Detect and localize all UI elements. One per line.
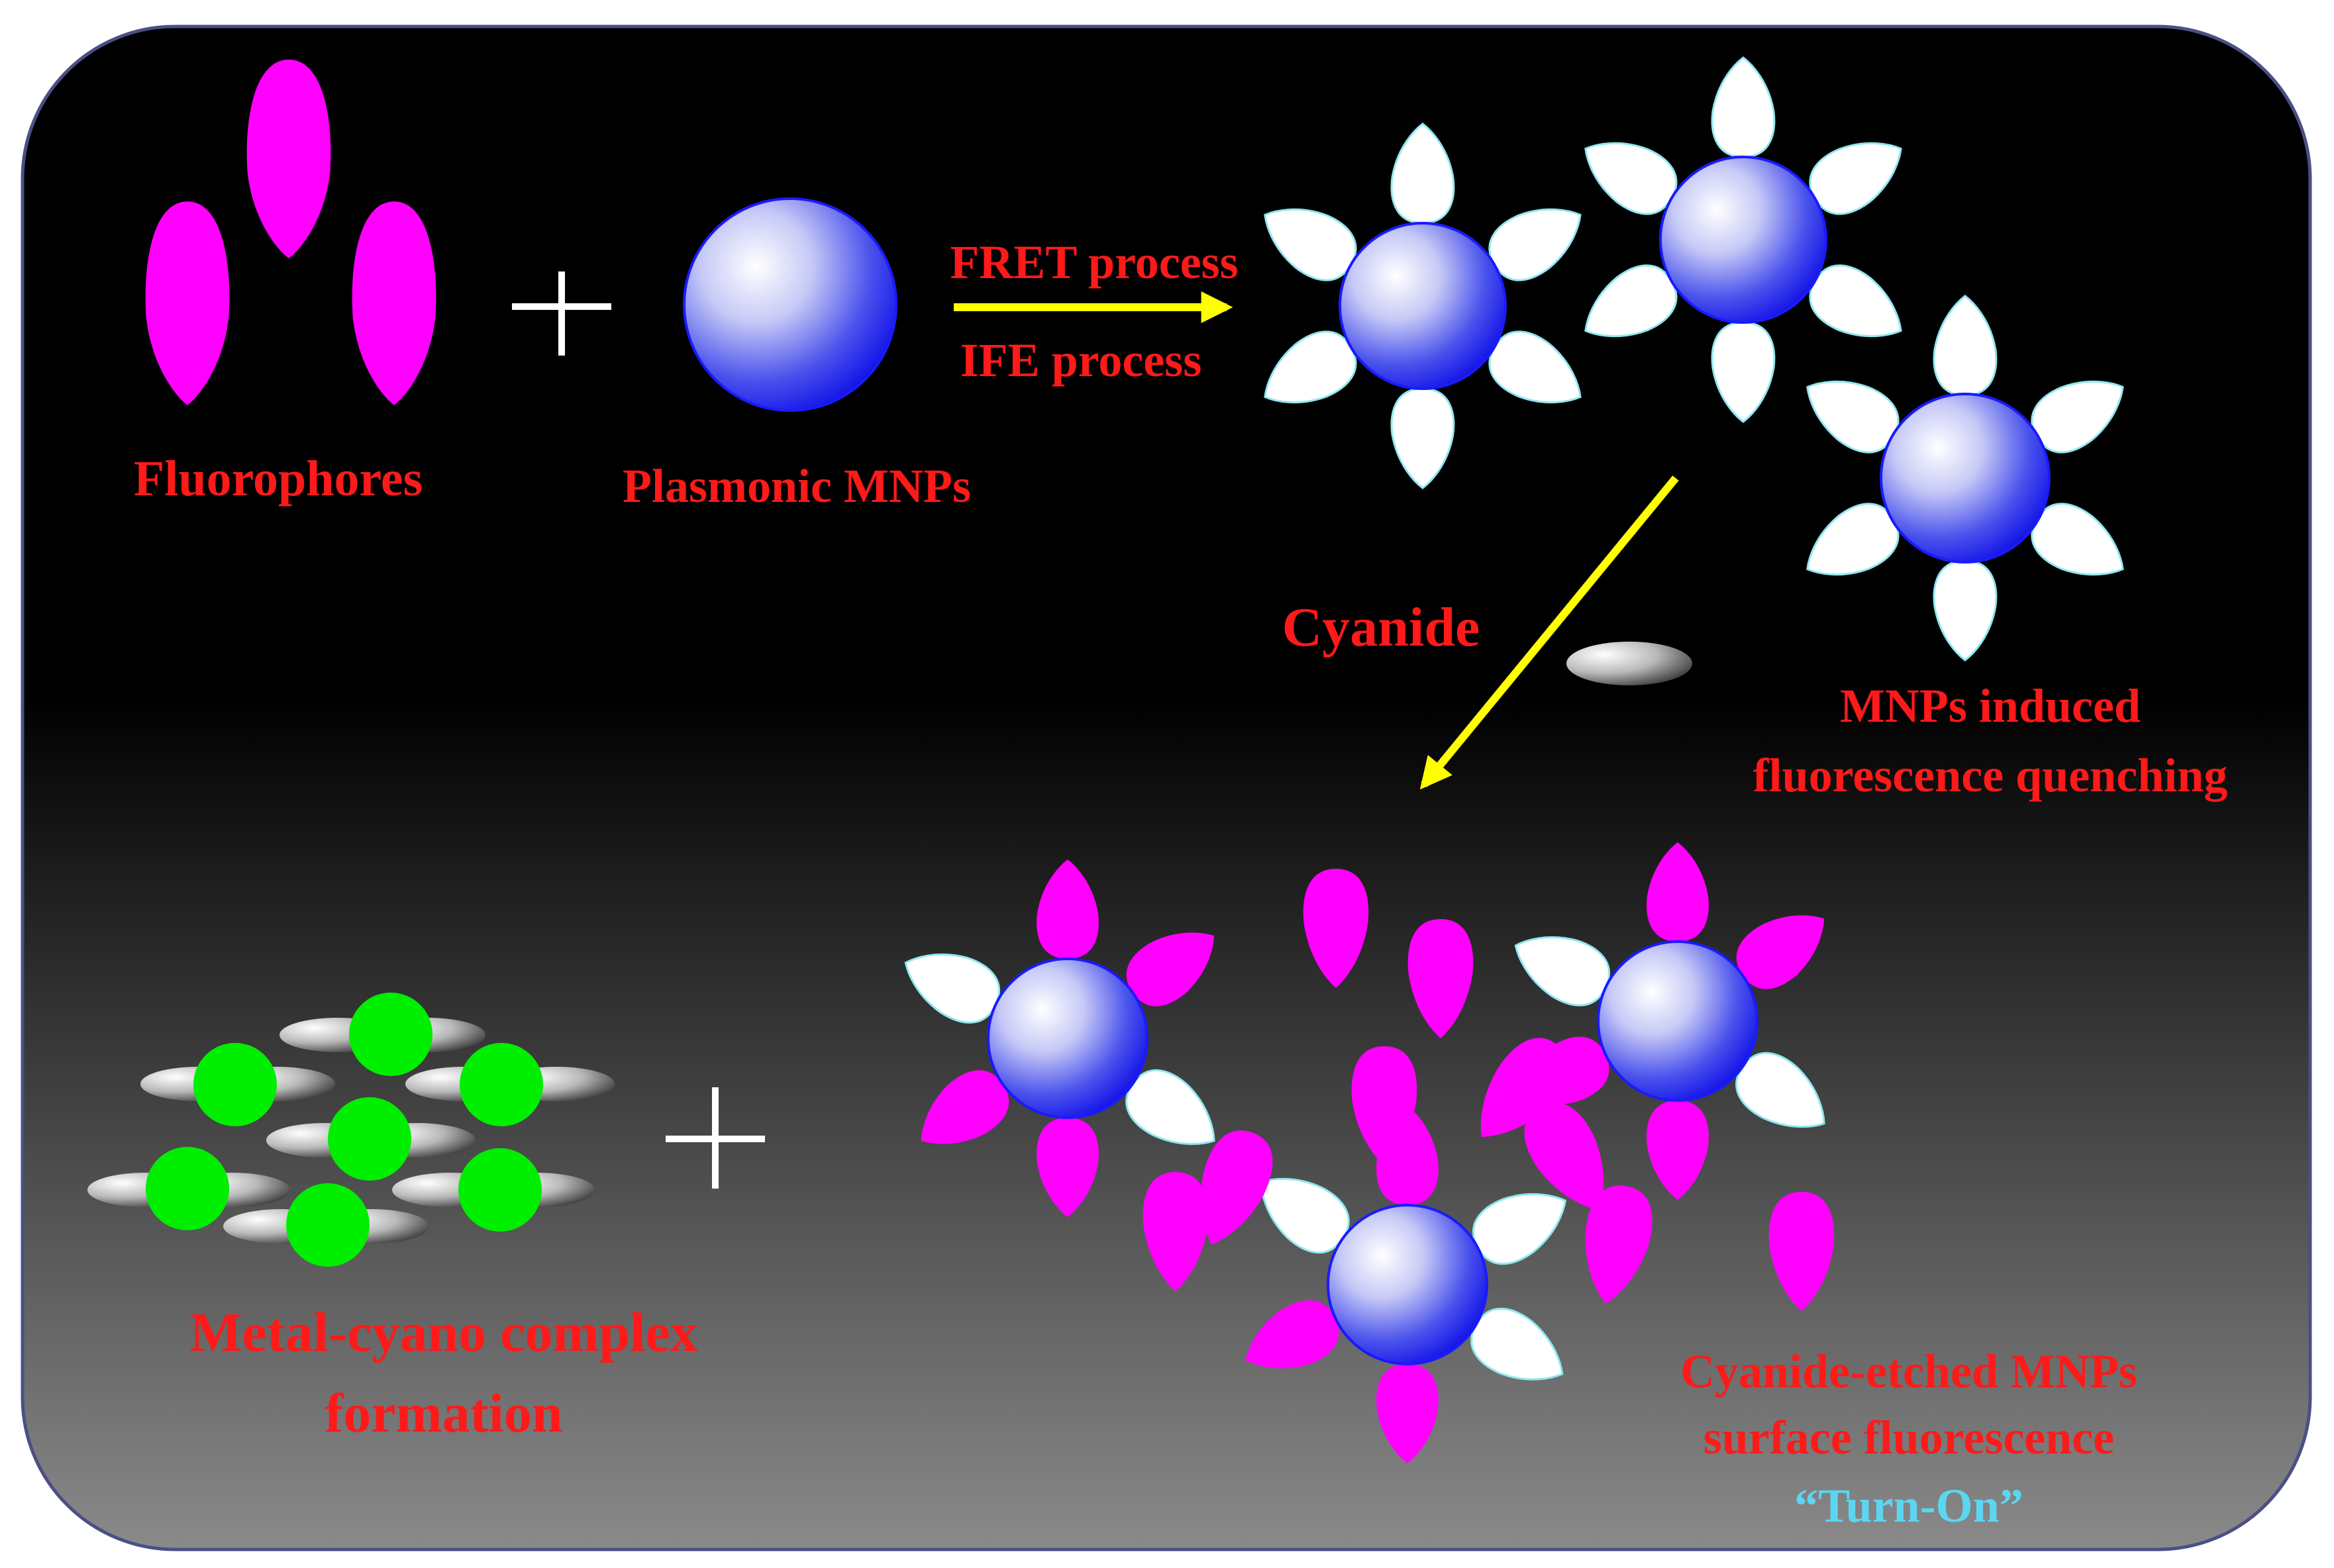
fluorophore-group	[145, 60, 436, 405]
quenching-label-line2: fluorescence quenching	[1753, 749, 2228, 802]
etched-label-line1: Cyanide-etched MNPs	[1680, 1345, 2137, 1398]
plus-sign-top	[512, 271, 611, 356]
metal-cyano-label-line1: Metal-cyano complex	[189, 1302, 697, 1363]
metal-ion	[328, 1097, 411, 1181]
nanoparticle-sphere	[1659, 156, 1827, 324]
cyanide-label: Cyanide	[1282, 597, 1480, 658]
fret-process-label: FRET process	[950, 236, 1238, 289]
metal-cyano-complex	[87, 993, 615, 1267]
nanoparticle-sphere	[1597, 940, 1758, 1102]
plus-sign-bottom	[666, 1087, 765, 1189]
metal-ion	[349, 993, 432, 1076]
plasmonic-mnps-label: Plasmonic MNPs	[623, 460, 971, 513]
fluorophore-shape	[352, 201, 436, 405]
metal-ion	[146, 1147, 229, 1230]
quenched-particle-cluster	[1248, 56, 2140, 662]
turn-on-particle-cluster	[891, 842, 1843, 1463]
metal-ion	[193, 1043, 277, 1126]
fluorophore-shape	[246, 60, 331, 258]
fluorophore-shape	[145, 201, 230, 405]
nanoparticle-sphere	[987, 957, 1148, 1119]
etched-label-line2: surface fluorescence	[1703, 1411, 2114, 1464]
metal-ion	[458, 1148, 542, 1232]
turn-on-label: “Turn-On”	[1794, 1479, 2023, 1532]
nanoparticle-sphere	[1339, 222, 1507, 390]
fluorophores-label: Fluorophores	[134, 451, 423, 507]
cyanide-arrow	[1419, 475, 1679, 790]
metal-cyano-label-line2: formation	[325, 1383, 562, 1444]
cyanide-ion	[1566, 642, 1692, 685]
nanoparticle-sphere	[1880, 393, 2051, 564]
ife-process-label: IFE process	[960, 334, 1202, 387]
quenching-label-line1: MNPs induced	[1840, 679, 2141, 732]
metal-ion	[286, 1183, 370, 1267]
metal-ion	[460, 1043, 543, 1126]
nanoparticle-sphere	[1327, 1204, 1488, 1365]
plasmonic-particle	[683, 197, 897, 412]
